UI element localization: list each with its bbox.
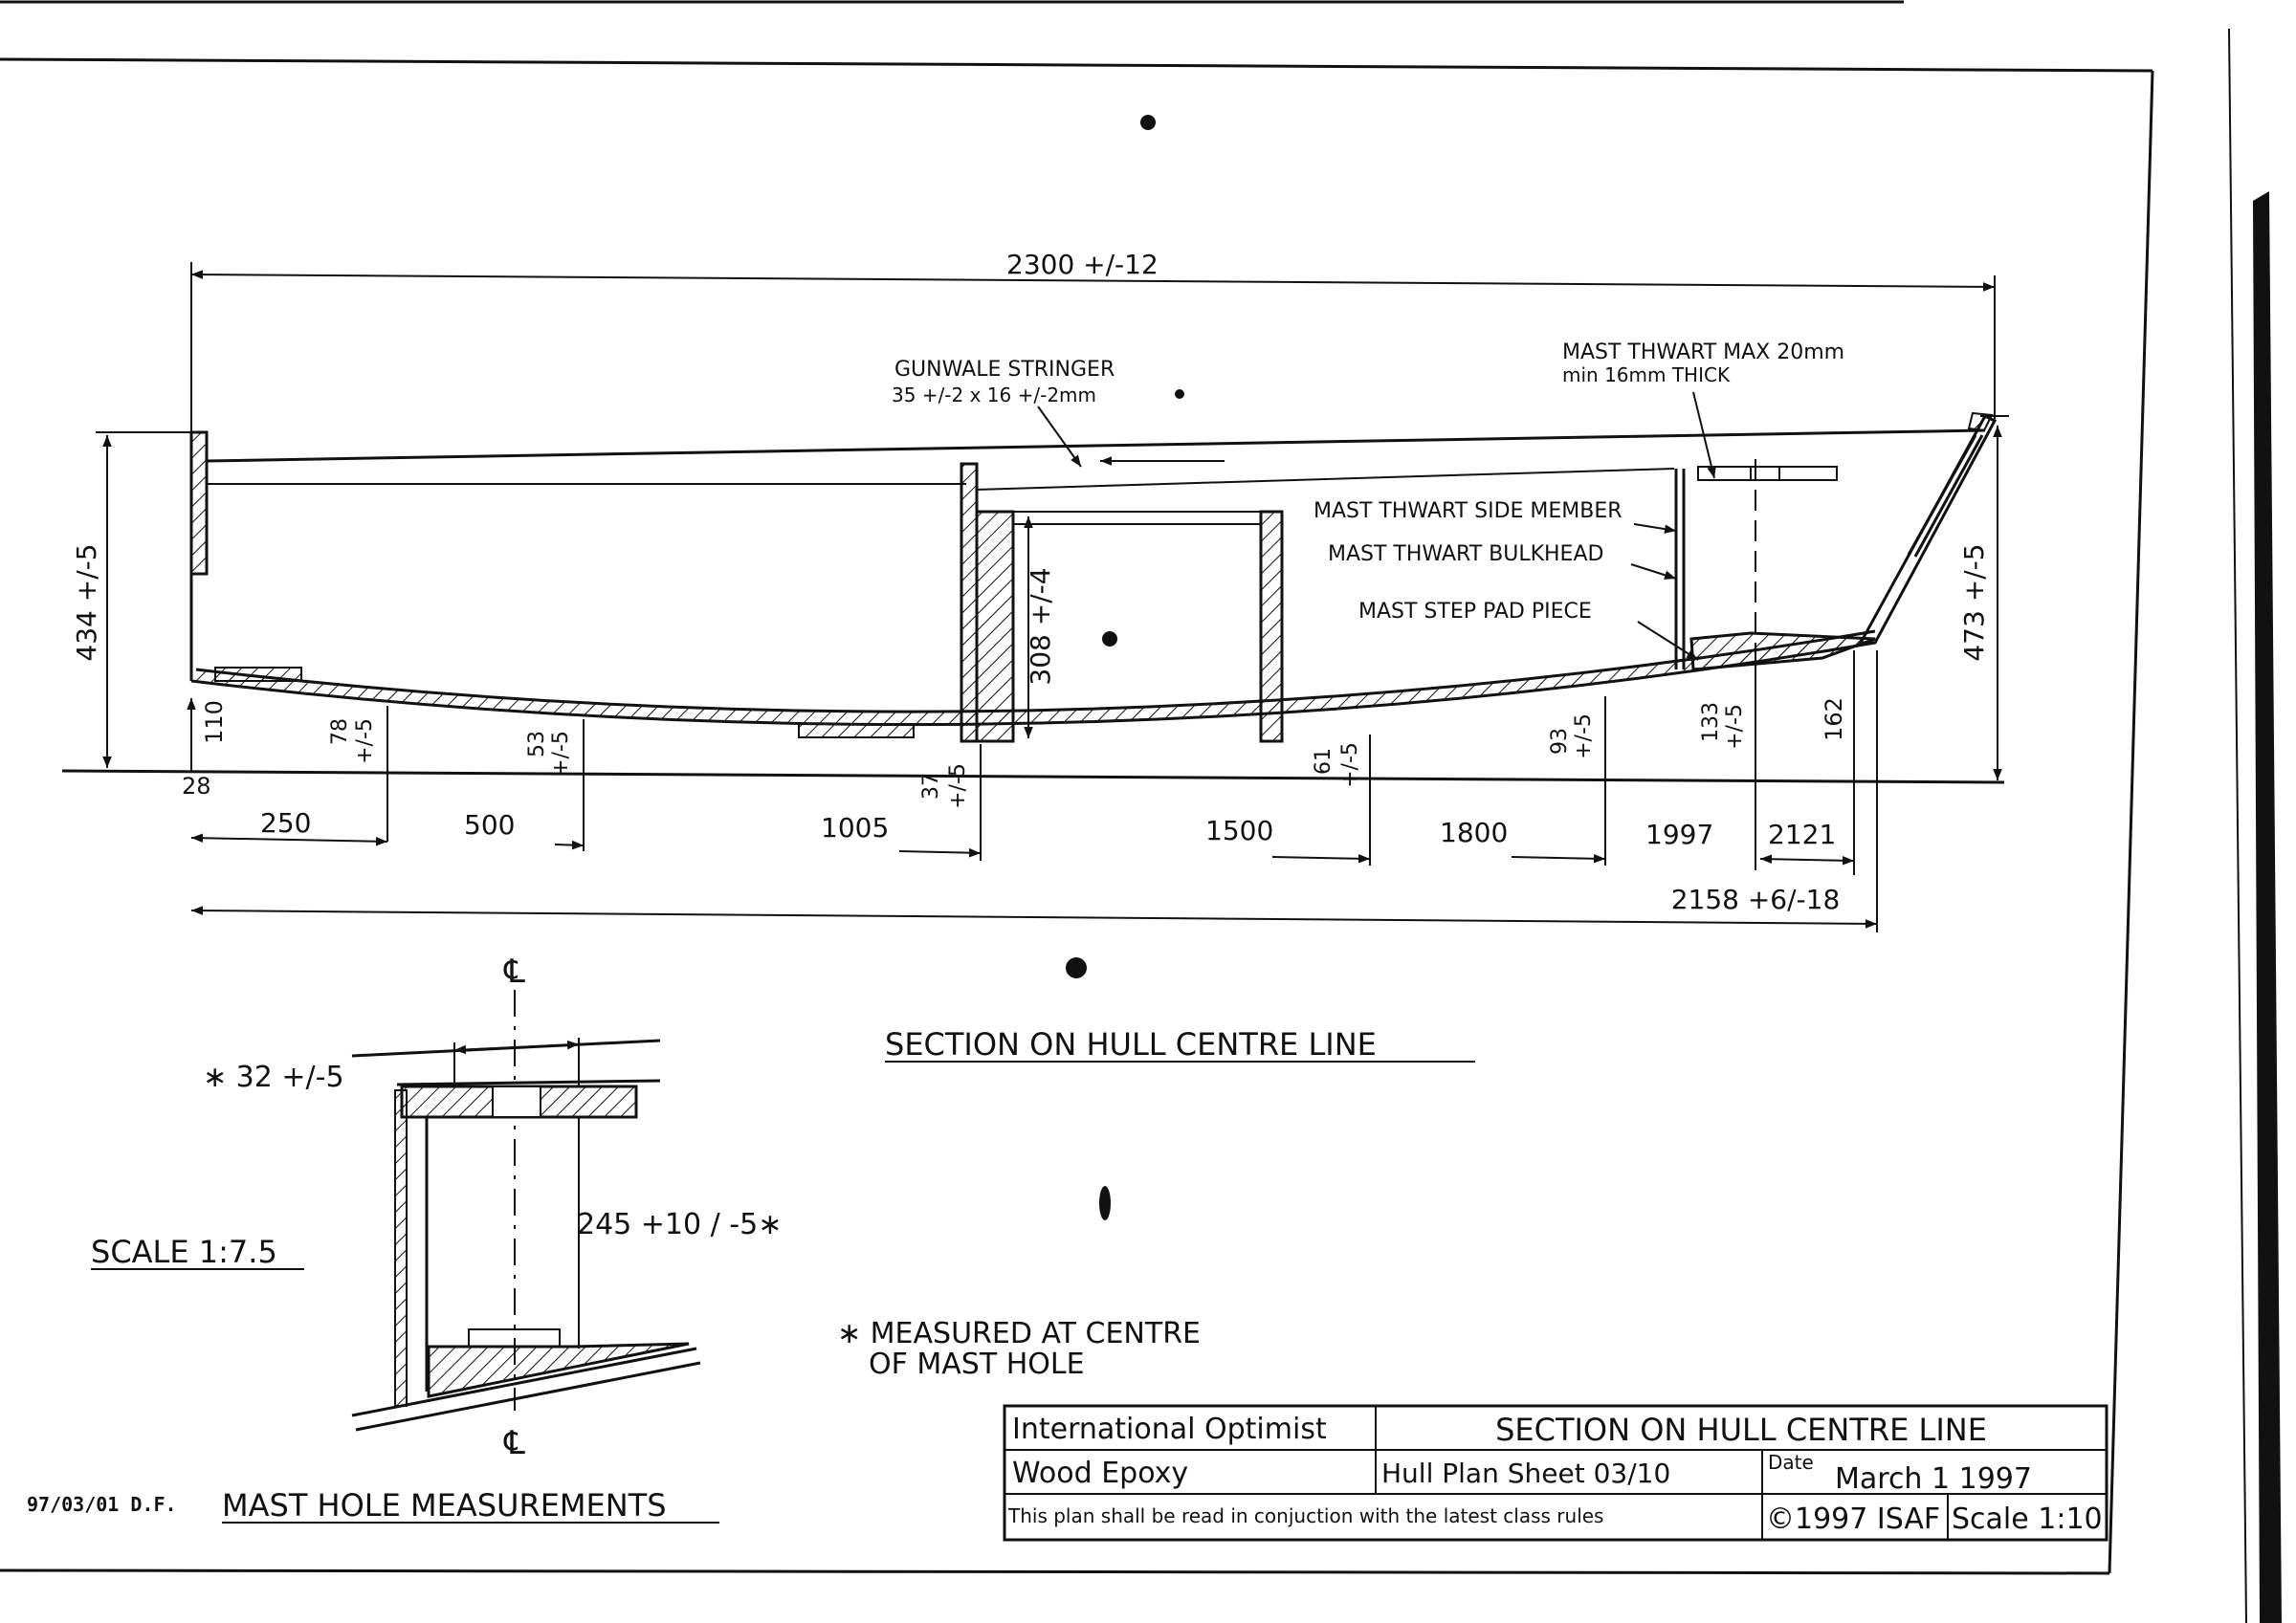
centre-line-symbol-bottom: ℄: [503, 1424, 525, 1462]
offset-61-tol: +/-5: [1338, 742, 1362, 788]
station-1800-label: 1800: [1440, 817, 1508, 848]
tb-copyright: ©1997 ISAF: [1766, 1502, 1940, 1536]
title-block-text: International Optimist SECTION ON HULL C…: [1007, 1412, 2103, 1536]
offset-37-tol: +/-5: [946, 763, 970, 809]
case-height-label: 308 +/-4: [1025, 567, 1056, 685]
centre-line-symbol-top: ℄: [503, 953, 525, 991]
offset-53-tol: +/-5: [549, 731, 573, 777]
station-1005-label: 1005: [821, 812, 889, 844]
measured-note-2: OF MAST HOLE: [869, 1348, 1085, 1381]
mast-thwart: [1697, 466, 1838, 481]
tb-note: This plan shall be read in conjuction wi…: [1007, 1504, 1603, 1527]
offset-133-label: 133: [1699, 702, 1723, 742]
transom-height-label: 434 +/-5: [71, 543, 102, 661]
offset-78-label: 78: [328, 718, 352, 745]
title-block: [1003, 1404, 2108, 1542]
mast-hole-title: MAST HOLE MEASUREMENTS: [222, 1487, 667, 1524]
revision-note: 97/03/01 D.F.: [27, 1493, 177, 1516]
mast-hole-text: ℄ ℄ ∗ 32 +/-5 245 +10 / -5∗ SCALE 1:7.5 …: [27, 953, 1201, 1524]
offset-61-label: 61: [1312, 748, 1336, 775]
tb-date: March 1 1997: [1835, 1462, 2032, 1496]
step-pad-label: MAST STEP PAD PIECE: [1358, 600, 1592, 624]
bow-height-label: 473 +/-5: [1958, 543, 1990, 661]
overall-base-label: 2158 +6/-18: [1671, 884, 1841, 915]
hull-section-drawing: [61, 115, 2009, 1220]
baseline: [61, 769, 2005, 784]
tb-drawing-title: SECTION ON HULL CENTRE LINE: [1495, 1412, 1987, 1448]
thwart-label-1: MAST THWART MAX 20mm: [1562, 340, 1844, 364]
bottom-planking-hatch: [191, 631, 1875, 725]
station-2121-label: 2121: [1768, 819, 1836, 850]
mast-hole-detail: [351, 990, 701, 1432]
mast-hole-dim-1: ∗ 32 +/-5: [203, 1061, 344, 1094]
offset-37-label: 37: [919, 773, 943, 800]
offset-93-tol: +/-5: [1572, 713, 1596, 759]
station-250-label: 250: [260, 807, 311, 839]
tb-material: Wood Epoxy: [1012, 1457, 1188, 1490]
mast-step-detail: [427, 1342, 690, 1398]
overall-length-dim: [190, 270, 1996, 292]
hull-bottom-inner: [195, 629, 1876, 713]
offset-162-label: 162: [1821, 697, 1847, 741]
scale-note: SCALE 1:7.5: [91, 1234, 277, 1270]
overall-length-label: 2300 +/-12: [1006, 249, 1159, 280]
gunwale-top: [206, 428, 1986, 463]
case-front-post: [960, 462, 979, 743]
tb-sheet: Hull Plan Sheet 03/10: [1381, 1458, 1670, 1489]
side-member-label: MAST THWART SIDE MEMBER: [1314, 499, 1623, 523]
gunwale-label-2: 35 +/-2 x 16 +/-2mm: [892, 384, 1096, 406]
tb-date-label: Date: [1768, 1451, 1814, 1474]
section-title: SECTION ON HULL CENTRE LINE: [885, 1026, 1377, 1063]
transom: [189, 430, 209, 576]
offset-133-tol: +/-5: [1723, 704, 1747, 750]
station-1997-label: 1997: [1645, 819, 1713, 850]
hull-section-text: 2300 +/-12 2158 +6/-18 434 +/-5 473 +/-5…: [71, 249, 1990, 1063]
offset-28-label: 28: [182, 773, 211, 800]
case-rear-wall: [1259, 510, 1284, 743]
tb-class-name: International Optimist: [1012, 1413, 1327, 1446]
thwart-label-2: min 16mm THICK: [1562, 363, 1731, 386]
bulkhead-label: MAST THWART BULKHEAD: [1328, 542, 1603, 566]
offset-78-tol: +/-5: [353, 718, 377, 764]
offset-93-label: 93: [1548, 728, 1572, 755]
mast-step-pad: [1689, 631, 1876, 671]
station-1500-label: 1500: [1205, 815, 1273, 846]
offset-110-label: 110: [201, 700, 228, 744]
gunwale-label-1: GUNWALE STRINGER: [894, 358, 1115, 382]
mast-hole-dim-2: 245 +10 / -5∗: [577, 1208, 782, 1241]
measured-note-1: ∗ MEASURED AT CENTRE: [837, 1317, 1201, 1350]
case-front-wall: [975, 510, 1015, 743]
overall-base-dim: [190, 906, 1878, 929]
offset-53-label: 53: [525, 731, 549, 757]
tb-scale: Scale 1:10: [1952, 1502, 2103, 1536]
station-500-label: 500: [464, 809, 515, 841]
